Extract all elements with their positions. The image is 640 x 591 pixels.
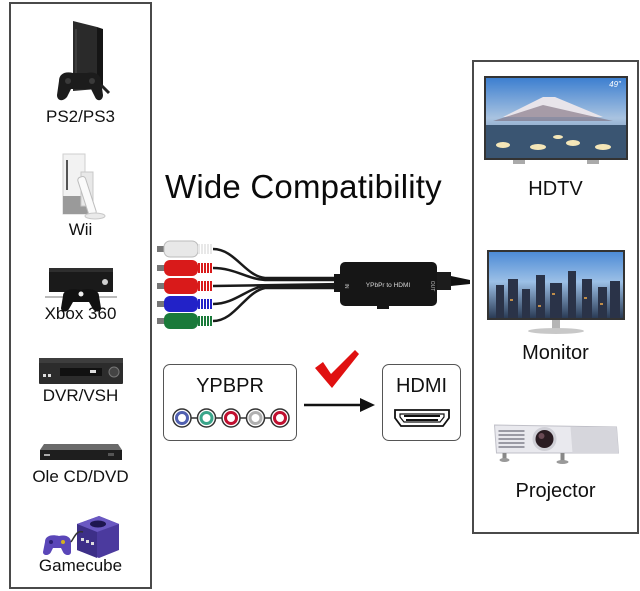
rca-plug: [157, 260, 212, 276]
converter-out-label: OUT: [429, 281, 435, 292]
gamecube-console-icon: [42, 516, 119, 558]
device-label: Monitor: [522, 342, 589, 364]
device-monitor: Monitor: [474, 247, 637, 387]
hdmi-label: HDMI: [395, 375, 448, 397]
xbox-console-icon: [44, 268, 117, 312]
device-label: HDTV: [528, 178, 583, 200]
converter-label: YPbPr to HDMI: [366, 282, 411, 289]
source-devices-panel: PS2/PS3 Wii Xbox 360: [9, 2, 152, 589]
component-jack: [270, 408, 290, 428]
device-wii: Wii: [11, 134, 150, 244]
device-gamecube: Gamecube: [11, 504, 150, 591]
rca-plug: [157, 240, 212, 258]
rca-plug: [157, 313, 212, 329]
component-cable-icon: IN YPbPr to HDMI OUT: [157, 240, 470, 329]
device-label: Xbox 360: [44, 304, 117, 323]
device-label: DVR/VSH: [42, 386, 119, 405]
arrow-right-icon: [304, 398, 375, 412]
checkmark-icon: [315, 350, 359, 388]
device-label: Gamecube: [38, 556, 123, 575]
device-projector: Projector: [474, 387, 637, 532]
converter-box: [340, 262, 437, 306]
dvd-player-icon: [39, 444, 122, 460]
projector-icon: [493, 424, 619, 464]
wii-console-icon: [62, 153, 105, 220]
component-jack: [172, 408, 192, 428]
device-label: PS2/PS3: [46, 107, 115, 126]
device-xbox-360: Xbox 360: [11, 244, 150, 334]
component-jacks-icon: [172, 408, 290, 428]
device-label: Projector: [515, 480, 596, 502]
monitor-icon: [486, 250, 625, 334]
hdmi-port-icon: [394, 409, 450, 427]
rca-plugs: [157, 240, 212, 329]
component-jack: [245, 408, 266, 428]
vcr-player-icon: [38, 358, 123, 384]
component-jack: [196, 408, 217, 428]
display-devices-panel: 49" HDTV: [472, 60, 639, 534]
rca-plug: [157, 296, 212, 312]
ps2-console-icon: [56, 21, 110, 101]
ypbpr-input-box: YPBPR: [163, 364, 297, 441]
component-jack: [221, 408, 241, 428]
hdtv-icon: 49": [483, 76, 628, 164]
device-ps2-ps3: PS2/PS3: [11, 4, 150, 134]
device-label: Ole CD/DVD: [32, 467, 129, 486]
hdmi-output-box: HDMI: [382, 364, 461, 441]
device-hdtv: 49" HDTV: [474, 62, 637, 222]
rca-plug: [157, 278, 212, 294]
screen-size-badge: 49": [609, 80, 622, 89]
page-title: Wide Compatibility: [165, 168, 442, 205]
converter-cable-illustration: IN YPbPr to HDMI OUT: [155, 238, 470, 338]
device-dvr-vsh: DVR/VSH: [11, 334, 150, 414]
converter-in-label: IN: [343, 284, 349, 289]
device-label: Wii: [68, 220, 93, 239]
ypbpr-label: YPBPR: [196, 375, 264, 397]
device-cd-dvd: Ole CD/DVD: [11, 414, 150, 504]
